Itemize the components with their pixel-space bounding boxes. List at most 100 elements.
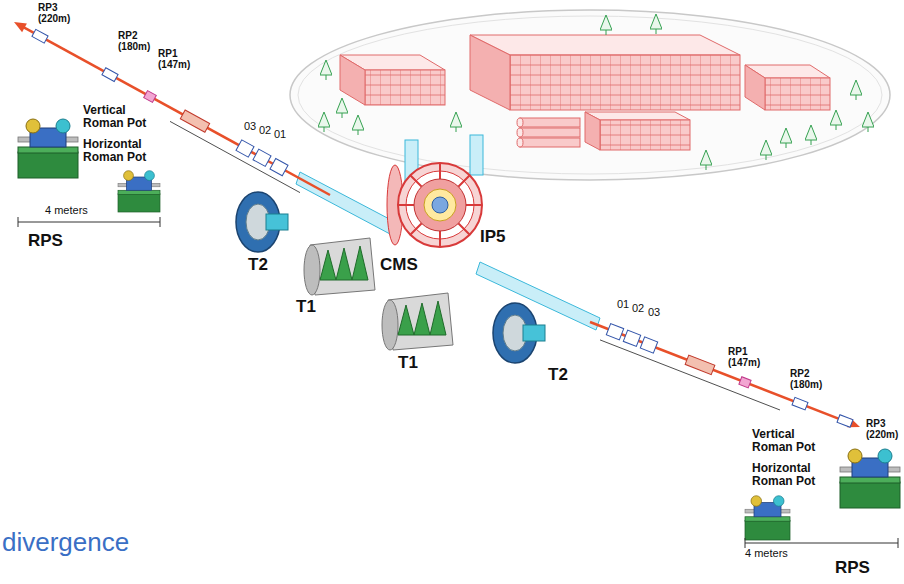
building-front <box>600 120 690 150</box>
dimension-label: 4 meters <box>45 204 88 216</box>
label-slot: divergence <box>2 528 129 557</box>
storage-tank-end <box>517 128 523 137</box>
magnet <box>253 149 271 166</box>
surface-platform <box>290 10 890 180</box>
label-slot: Vertical Roman Pot <box>752 428 818 454</box>
magnet <box>640 337 657 353</box>
roman-pot-station <box>792 397 808 410</box>
detector-label: T1 <box>398 354 418 373</box>
label-slot: 01 <box>617 298 629 310</box>
cms-yoke <box>398 163 482 247</box>
label-slot: Horizontal Roman Pot <box>83 138 149 164</box>
building-windows <box>365 70 445 105</box>
label-slot: RP1 (147m) <box>728 346 762 368</box>
access-shaft <box>470 135 483 175</box>
section-outline <box>600 340 780 410</box>
trees <box>318 14 874 170</box>
label-slot: RP3 (220m) <box>38 2 72 24</box>
label-slot: 01 <box>274 128 286 140</box>
roman-pot-type-label: Vertical Roman Pot <box>83 104 149 130</box>
detector-label: T2 <box>248 256 268 275</box>
storage-tank <box>520 128 580 137</box>
detector-label: T1 <box>296 298 316 317</box>
t2-telescope <box>236 192 288 252</box>
building-side <box>585 112 600 150</box>
label-slot: RPS <box>28 232 63 251</box>
building-front <box>765 78 830 110</box>
label-slot: IP5 <box>480 228 506 247</box>
building-front <box>365 70 445 105</box>
dimension-label: 4 meters <box>745 547 788 559</box>
surface-platform-rim <box>298 16 882 174</box>
building-front <box>510 55 740 110</box>
building-side <box>745 65 765 110</box>
label-slot: 03 <box>648 306 660 318</box>
building-roof <box>585 112 690 120</box>
label-slot: RP3 (220m) <box>866 418 900 440</box>
cms-spokes <box>398 163 482 247</box>
label-slot: RP2 (180m) <box>790 368 824 390</box>
tree <box>850 80 862 100</box>
label-slot: CMS <box>380 256 418 275</box>
building-windows <box>510 55 740 110</box>
interaction-point-label: IP5 <box>480 228 506 247</box>
dimension-line <box>18 217 160 227</box>
building-side <box>340 55 365 105</box>
station-number: 02 <box>259 124 271 136</box>
beam-arrowhead <box>14 22 27 32</box>
station-number: 03 <box>648 306 660 318</box>
label-slot: T1 <box>398 354 418 373</box>
tree <box>450 112 462 132</box>
label-slot: 03 <box>244 120 256 132</box>
tree <box>600 15 612 35</box>
vertical-roman-pot <box>745 496 790 540</box>
roman-pot-type-label: Horizontal Roman Pot <box>752 462 818 488</box>
dimension-line <box>745 538 898 548</box>
tree <box>760 140 772 160</box>
horizontal-roman-pot <box>118 171 160 212</box>
roman-pot-station <box>102 68 118 82</box>
tree <box>700 150 712 170</box>
station-number: 03 <box>244 120 256 132</box>
tree <box>336 98 348 118</box>
magnet <box>270 158 288 175</box>
magnet <box>606 324 623 340</box>
quadrupole-magnet <box>180 110 209 132</box>
building-side <box>470 35 510 110</box>
inset-title: RPS <box>28 232 63 251</box>
magnet <box>623 330 640 346</box>
storage-tank <box>520 118 580 127</box>
slide-heading-fragment: divergence <box>2 528 129 557</box>
label-slot: RP1 (147m) <box>158 48 192 70</box>
label-slot: T2 <box>548 366 568 385</box>
magnet <box>236 140 254 157</box>
label-slot: Horizontal Roman Pot <box>752 462 818 488</box>
t1-telescope <box>382 293 453 350</box>
label-slot: T2 <box>248 256 268 275</box>
inset-title: RPS <box>835 559 870 578</box>
detector-label: CMS <box>380 256 418 275</box>
tree <box>318 112 330 132</box>
station-number: 02 <box>632 302 644 314</box>
station-number: 01 <box>617 298 629 310</box>
roman-pot-station <box>144 91 157 103</box>
surface-buildings <box>340 35 830 150</box>
storage-tank <box>520 138 580 147</box>
vertical-roman-pot <box>18 119 78 178</box>
roman-pot-station-label: RP2 (180m) <box>790 368 824 390</box>
section-outline <box>170 121 300 192</box>
label-slot: 4 meters <box>745 547 788 559</box>
tree <box>320 60 332 80</box>
beam-line <box>590 322 850 423</box>
tree <box>830 110 842 130</box>
cms-solenoid <box>414 179 466 231</box>
t2-telescope <box>493 303 545 363</box>
cms-calorimeter <box>424 189 456 221</box>
roman-pot-station-label: RP3 (220m) <box>38 2 72 24</box>
label-slot: 02 <box>632 302 644 314</box>
cms-detector <box>387 163 482 247</box>
label-slot: RP2 (180m) <box>118 30 152 52</box>
horizontal-roman-pot <box>840 449 900 508</box>
tree <box>780 128 792 148</box>
